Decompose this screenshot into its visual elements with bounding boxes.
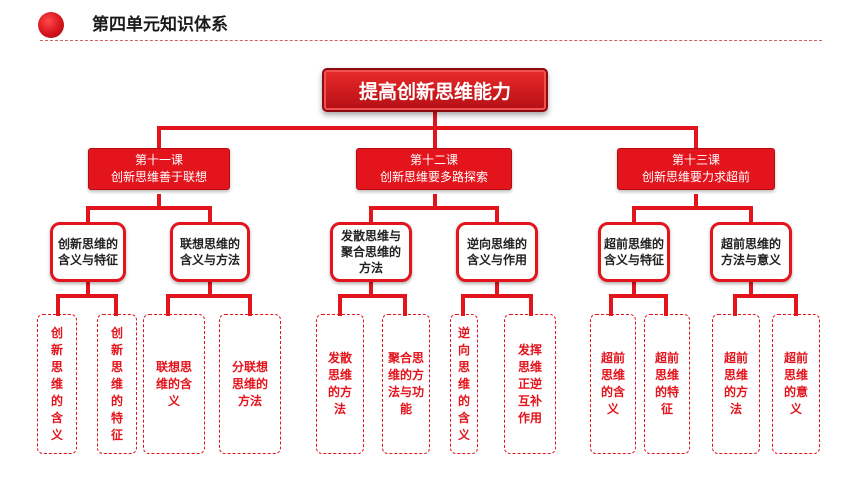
detail-box: 逆向思维的含义 [450,314,478,454]
detail-box: 聚合思维的方法与功能 [382,314,430,454]
detail-text: 逆向思维的含义 [457,325,470,442]
detail-box: 发挥思维正逆互补作用 [504,314,556,454]
lesson-12-node: 第十二课 创新思维要多路探索 [356,148,512,190]
root-node: 提高创新思维能力 [322,68,548,112]
detail-text: 发挥思维正逆互补作用 [517,342,542,425]
detail-text: 超前思维的含义 [600,351,625,416]
lesson-13-number: 第十三课 [671,153,720,167]
detail-box: 超前思维的意义 [772,314,820,454]
lesson-11-title: 创新思维善于联想 [110,170,207,184]
lesson-12-title: 创新思维要多路探索 [379,170,488,184]
detail-text: 分联想思维的方法 [231,359,268,408]
detail-text: 发散思维的方法 [327,351,352,416]
detail-box: 联想思维的含义 [143,314,205,454]
detail-box: 分联想思维的方法 [219,314,281,454]
topic-node: 联想思维的含义与方法 [170,222,250,282]
detail-text: 联想思维的含义 [155,359,192,408]
detail-box: 创新思维的特征 [97,314,137,454]
detail-text: 聚合思维的方法与功能 [387,351,424,416]
topic-node: 逆向思维的含义与作用 [456,222,538,282]
lesson-12-number: 第十二课 [409,153,458,167]
topic-node: 创新思维的含义与特征 [50,222,126,282]
detail-text: 超前思维的意义 [783,351,808,416]
detail-text: 创新思维的含义 [50,325,63,442]
detail-text: 超前思维的特征 [654,351,679,416]
detail-text: 创新思维的特征 [110,325,123,442]
lesson-11-node: 第十一课 创新思维善于联想 [88,148,230,190]
lesson-11-number: 第十一课 [134,153,183,167]
topic-node: 超前思维的含义与特征 [598,222,670,282]
detail-box: 超前思维的特征 [644,314,690,454]
detail-box: 超前思维的含义 [590,314,636,454]
detail-text: 超前思维的方法 [723,351,748,416]
topic-node: 超前思维的方法与意义 [710,222,792,282]
header-bullet-icon [38,12,64,38]
detail-box: 发散思维的方法 [316,314,364,454]
header-divider [40,40,822,41]
lesson-13-title: 创新思维要力求超前 [641,170,750,184]
detail-box: 超前思维的方法 [712,314,760,454]
page-title: 第四单元知识体系 [92,15,228,35]
lesson-13-node: 第十三课 创新思维要力求超前 [617,148,775,190]
detail-box: 创新思维的含义 [37,314,77,454]
topic-node: 发散思维与聚合思维的方法 [330,222,412,282]
